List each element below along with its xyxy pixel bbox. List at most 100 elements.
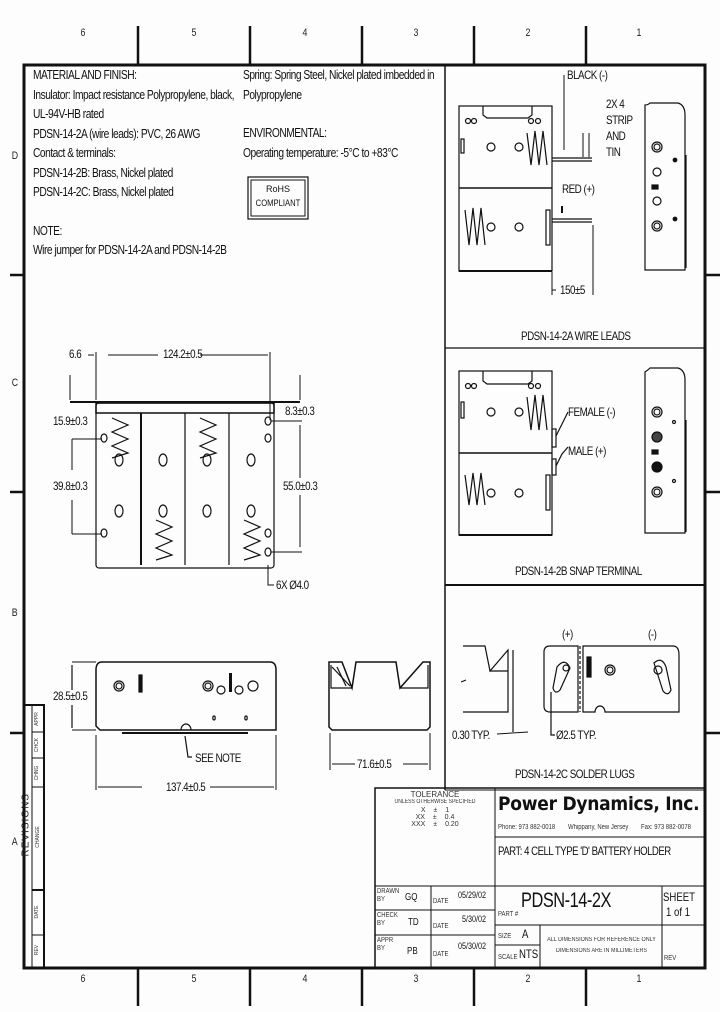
strip-line: TIN [606, 145, 621, 159]
note-heading: NOTE: [33, 223, 62, 238]
zone-col-4-bottom: 4 [302, 973, 308, 985]
tolerance-places: XX [415, 814, 425, 821]
drawn-by-value: GQ [405, 892, 418, 903]
label-lug-minus: (-) [648, 627, 657, 641]
environmental-text: Operating temperature: -5°C to +83°C [243, 145, 398, 160]
material-heading: MATERIAL AND FINISH: [33, 68, 137, 82]
zone-col-2-top: 2 [525, 27, 531, 39]
revisions-col-rev: REV [34, 944, 40, 956]
revisions-col-chng: CHNG [34, 765, 40, 781]
size-label: SIZE [498, 933, 512, 940]
zone-col-4-top: 4 [302, 27, 308, 39]
scale-label: SCALE [498, 954, 518, 961]
zone-row-d: D [11, 150, 19, 162]
company-location: Whippany, New Jersey [568, 824, 629, 831]
rohs-line1: RoHS [265, 184, 290, 194]
zone-row-b: B [11, 607, 18, 619]
company-logo: Power Dynamics, Inc. [498, 793, 700, 815]
part-number-label: PART # [498, 911, 519, 918]
label-red-lead: RED (+) [562, 182, 595, 196]
spring-line: Spring: Spring Steel, Nickel plated imbe… [243, 68, 435, 82]
zone-col-5-bottom: 5 [191, 973, 197, 985]
tolerance-sign: ± [433, 821, 438, 828]
spring-notes: Spring: Spring Steel, Nickel plated imbe… [243, 66, 435, 163]
spring-line: Polypropylene [243, 87, 302, 102]
dim-hole-left-spacing: 39.8±0.3 [53, 479, 88, 493]
material-notes: MATERIAL AND FINISH: Insulator: Impact r… [33, 66, 235, 261]
check-date-value: 5/30/02 [462, 914, 487, 924]
tolerance-row: XX ± 0.4 [375, 814, 495, 821]
drawn-date-value: 05/29/02 [458, 890, 487, 900]
dim-hole-left-top: 15.9±0.3 [53, 414, 88, 428]
revisions-col-date: DATE [34, 905, 40, 919]
rev-label: REV [664, 955, 677, 962]
tolerance-sign: ± [433, 807, 438, 814]
appr-date-label: DATE [433, 951, 449, 958]
drawing-frame [22, 63, 707, 970]
tolerance-value: 1 [445, 807, 450, 814]
dim-hole-top: 8.3±0.3 [285, 404, 315, 418]
tolerance-value: 0.20 [445, 821, 459, 828]
strip-line: 2X 4 [606, 97, 625, 111]
zone-row-c: C [11, 377, 19, 389]
dim-lead-length: 150±5 [560, 283, 585, 297]
zone-col-6-top: 6 [80, 27, 86, 39]
check-date-label: DATE [433, 923, 449, 930]
zone-col-1-top: 1 [636, 27, 642, 39]
tolerance-value: 0.4 [444, 814, 455, 821]
dim-mount-holes: 6X Ø4.0 [276, 578, 309, 592]
zone-col-1-bottom: 1 [636, 973, 642, 985]
dim-lug-thickness: 0.30 TYP. [452, 728, 490, 742]
tolerance-places: XXX [411, 821, 426, 828]
label-male-terminal: MALE (+) [568, 444, 606, 458]
caption-wire-leads: PDSN-14-2A WIRE LEADS [521, 329, 631, 343]
dim-end-width: 71.6±0.5 [357, 757, 392, 771]
dim-hole-right-spacing: 55.0±0.3 [283, 479, 318, 493]
size-value: A [522, 927, 529, 941]
material-line: Insulator: Impact resistance Polypropyle… [33, 87, 235, 102]
tolerance-sub: UNLESS OTHERWISE SPECIFIED [394, 799, 476, 805]
caption-solder-lugs: PDSN-14-2C SOLDER LUGS [515, 767, 635, 781]
rohs-line2: COMPLIANT [255, 198, 301, 208]
material-line: UL-94V-HB rated [33, 107, 104, 121]
environmental-heading: ENVIRONMENTAL: [243, 126, 327, 140]
strip-line: STRIP [606, 113, 633, 127]
dim-left-offset: 6.6 [69, 347, 82, 361]
strip-line: AND [606, 129, 626, 143]
see-note-label: SEE NOTE [195, 751, 241, 765]
zone-row-a: A [11, 836, 18, 848]
part-description: PART: 4 CELL TYPE 'D' BATTERY HOLDER [498, 844, 671, 858]
appr-by-label: APPR BY [377, 937, 394, 952]
material-line: PDSN-14-2C: Brass, Nickel plated [33, 185, 174, 199]
revisions-title: REVISIONS [20, 793, 32, 857]
zone-col-3-bottom: 3 [413, 973, 419, 985]
material-line: PDSN-14-2A (wire leads): PVC, 26 AWG [33, 126, 201, 141]
zone-col-3-top: 3 [413, 27, 419, 39]
appr-by-value: PB [407, 946, 418, 957]
tolerance-heading: TOLERANCE [410, 790, 460, 799]
tolerance-places: X [420, 807, 426, 814]
revisions-col-chck: CHCK [34, 737, 40, 753]
drawn-by-label: DRAWN BY [377, 888, 400, 903]
material-line: Contact & terminals: [33, 146, 116, 160]
zone-col-2-bottom: 2 [525, 973, 531, 985]
check-by-value: TD [408, 917, 419, 928]
tolerance-row: XXX ± 0.20 [375, 821, 495, 828]
label-strip-and-tin: 2X 4 STRIP AND TIN [606, 96, 633, 160]
part-number: PDSN-14-2X [521, 889, 612, 912]
dim-height: 28.5±0.5 [53, 689, 88, 703]
note-text: Wire jumper for PDSN-14-2A and PDSN-14-2… [33, 243, 227, 257]
label-lug-plus: (+) [562, 627, 573, 641]
check-by-label: CHECK BY [377, 912, 398, 927]
material-line: PDSN-14-2B: Brass, Nickel plated [33, 165, 173, 180]
tolerance-sign: ± [432, 814, 437, 821]
dim-length: 137.4±0.5 [166, 780, 206, 794]
revisions-col-appr: APPR [34, 712, 40, 726]
label-black-lead: BLACK (-) [567, 68, 608, 82]
revisions-col-change: CHANGE [35, 826, 41, 848]
scale-value: NTS [519, 947, 539, 961]
dimension-note-line: DIMENSIONS ARE IN MILLIMETERS [556, 948, 647, 954]
zone-col-6-bottom: 6 [80, 973, 86, 985]
dimension-note-line: ALL DIMENSIONS FOR REFERENCE ONLY [547, 937, 656, 943]
